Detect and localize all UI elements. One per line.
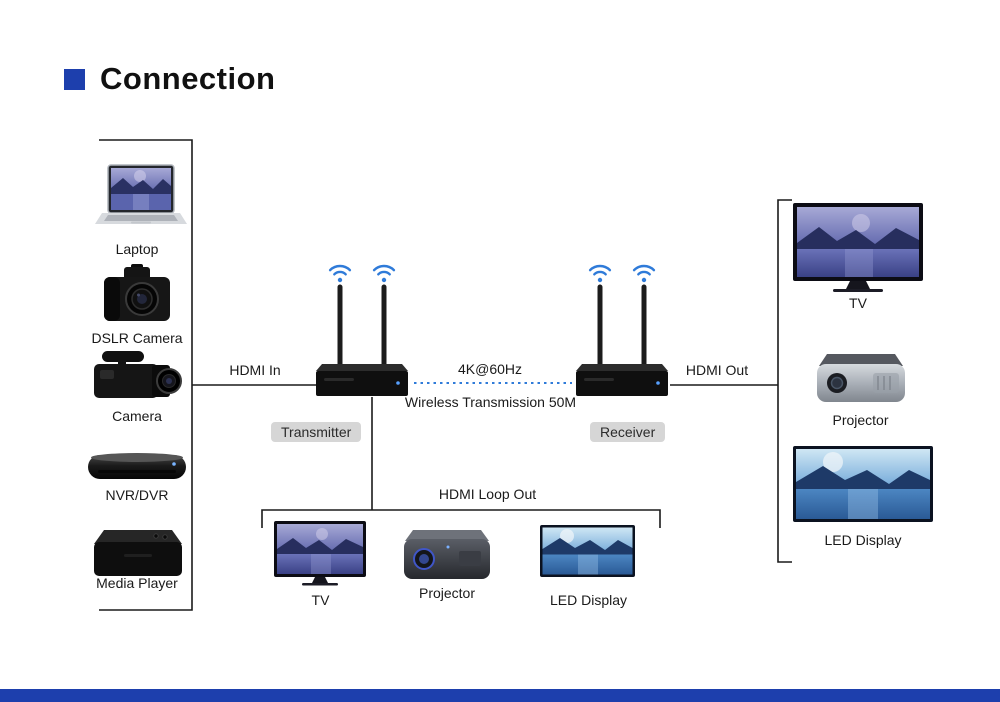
media-player-icon [94,530,182,576]
wifi-icon [632,264,656,283]
nvr-dvr-icon [88,453,186,479]
source-label-dslr: DSLR Camera [91,330,183,346]
wifi-icon [372,264,396,283]
source-label-media-player: Media Player [96,575,178,591]
title-bullet-icon [64,68,85,90]
led-display-icon [793,446,933,522]
loop-label-tv: TV [311,592,330,608]
receiver-label-badge: Receiver [590,422,666,442]
page-title-row: Connection [64,61,276,97]
camcorder-icon [94,351,182,398]
tv-icon [793,203,923,292]
dslr-camera-icon [104,264,170,321]
tv-icon [274,521,366,586]
laptop-icon [95,164,187,224]
wifi-icon [328,264,352,283]
page-title: Connection [100,61,276,96]
hdmi-loop-out-label: HDMI Loop Out [438,486,537,502]
receiver-device-icon [576,264,668,396]
source-label-camera: Camera [112,408,162,424]
hdmi-out-label: HDMI Out [685,362,749,378]
output-label-tv: TV [849,295,867,311]
hdmi-in-label: HDMI In [229,362,281,378]
loop-label-led-display: LED Display [549,592,628,608]
output-label-led-display: LED Display [824,532,902,548]
wireless-range-label: Wireless Transmission 50M [404,394,577,410]
transmitter-label-badge: Transmitter [271,422,362,442]
projector-icon [404,530,490,579]
wifi-icon [588,264,612,283]
output-label-projector: Projector [832,412,889,428]
wireless-speed-label: 4K@60Hz [457,361,523,377]
led-display-icon [540,525,635,577]
source-label-nvr: NVR/DVR [105,487,169,503]
projector-icon [817,354,905,402]
loop-label-projector: Projector [418,585,476,601]
transmitter-device-icon [316,264,408,396]
footer-accent-bar [0,689,1000,702]
output-bracket-line [777,199,792,563]
source-label-laptop: Laptop [115,241,159,257]
